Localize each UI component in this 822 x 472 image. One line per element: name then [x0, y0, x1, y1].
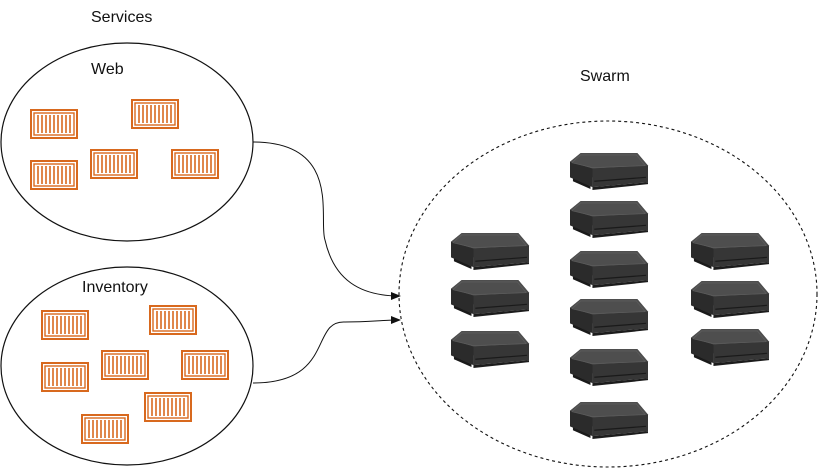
web-service-ellipse	[0, 42, 254, 242]
swarm-label: Swarm	[580, 68, 630, 85]
container-icon	[30, 109, 78, 139]
container-icon	[131, 99, 179, 129]
swarm-nodes	[450, 152, 770, 440]
container-icon	[41, 310, 89, 340]
container-icon	[30, 160, 78, 190]
server-node-icon	[450, 279, 530, 318]
server-node-icon	[569, 152, 649, 191]
inventory-service-ellipse	[0, 266, 254, 466]
container-icon	[144, 392, 192, 422]
server-node-icon	[569, 401, 649, 440]
server-node-icon	[690, 232, 770, 271]
inventory-service-group: Inventory	[0, 266, 254, 466]
container-icon	[149, 305, 197, 335]
inventory-to-swarm-arrow	[252, 316, 401, 384]
server-node-icon	[569, 200, 649, 239]
server-node-icon	[450, 232, 530, 271]
server-node-icon	[450, 330, 530, 369]
container-icon	[101, 350, 149, 380]
container-icon	[41, 362, 89, 392]
server-node-icon	[690, 328, 770, 367]
services-label: Services	[91, 9, 152, 26]
inventory-service-label: Inventory	[82, 279, 148, 296]
web-service-label: Web	[91, 61, 124, 78]
container-icon	[90, 149, 138, 179]
web-to-swarm-arrow	[252, 141, 401, 300]
server-node-icon	[690, 280, 770, 319]
web-service-group: Web	[0, 42, 254, 242]
container-icon	[81, 414, 129, 444]
server-node-icon	[569, 298, 649, 337]
container-icon	[181, 350, 229, 380]
container-icon	[171, 149, 219, 179]
server-node-icon	[569, 348, 649, 387]
server-node-icon	[569, 250, 649, 289]
swarm-boundary	[398, 120, 818, 468]
